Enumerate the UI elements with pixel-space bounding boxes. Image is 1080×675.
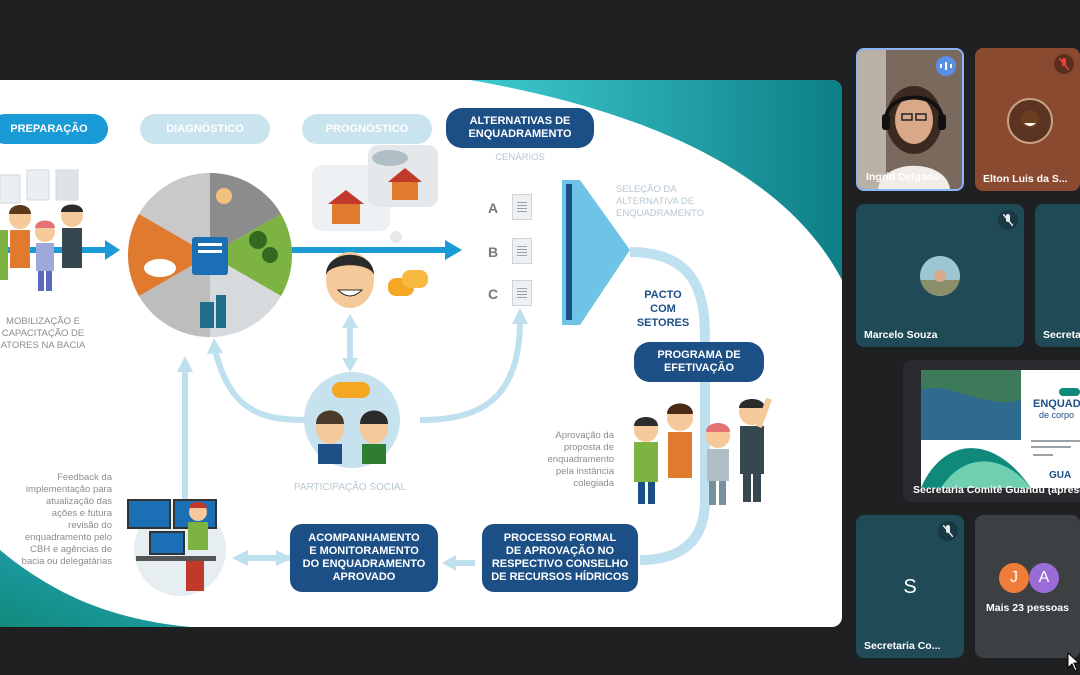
participant-name: Ingrid Delgado (866, 171, 940, 183)
thumbnail-brand: GUA (1049, 470, 1072, 481)
avatar: J (999, 563, 1029, 593)
monitoring-workstation-icon (127, 499, 226, 596)
participant-name: Elton Luis da S... (983, 173, 1068, 185)
participant-name: Secreta (1043, 329, 1080, 341)
people-group-right-icon (634, 397, 772, 505)
thumbnail-subtitle: de corpo (1039, 410, 1075, 420)
scenario-a: A (488, 200, 499, 216)
stage-preparacao: PREPARAÇÃO (0, 114, 108, 144)
mic-muted-icon (1054, 54, 1074, 74)
stage-alternativas: ALTERNATIVAS DE ENQUADRAMENTO (446, 108, 594, 148)
more-participants-label: Mais 23 pessoas (986, 602, 1069, 614)
speaking-indicator-icon (936, 56, 956, 76)
social-participation-icon (304, 372, 400, 468)
mic-muted-icon (938, 521, 958, 541)
participant-tile[interactable]: S Secretaria Co... (856, 515, 964, 658)
document-icon (512, 280, 532, 306)
participant-name: Secretaria Comitê Guandu (apresen (913, 484, 1080, 496)
more-participants-tile[interactable]: J A Mais 23 pessoas (975, 515, 1080, 658)
thumbnail-title: ENQUADR (1033, 398, 1080, 410)
avatar (920, 256, 960, 296)
prognosis-illustration (312, 145, 438, 243)
document-icon (512, 238, 532, 264)
feedback-label: Feedback da implementação para atualizaç… (21, 472, 112, 567)
stage-diagnostico: DIAGNÓSTICO (140, 114, 270, 144)
avatar (1007, 98, 1053, 144)
funnel-icon (562, 180, 630, 325)
aprovacao-proposta-label: Aprovação da proposta de enquadramento p… (547, 430, 614, 489)
cenarios-label: CENÁRIOS (495, 152, 545, 163)
participant-tile[interactable]: Elton Luis da S... (975, 48, 1080, 191)
selecao-label: SELEÇÃO DA ALTERNATIVA DE ENQUADRAMENTO (616, 184, 704, 219)
mouse-cursor-icon (1067, 652, 1080, 672)
participant-name: Secretaria Co... (864, 640, 941, 652)
stage-prognostico: PROGNÓSTICO (302, 114, 432, 144)
mobilizacao-label: MOBILIZAÇÃO E CAPACITAÇÃO DE ATORES NA B… (0, 316, 86, 351)
programa-efetivacao: PROGRAMA DE EFETIVAÇÃO (634, 342, 764, 382)
participant-name: Marcelo Souza (864, 329, 938, 341)
presentation-thumbnail: ENQUADR de corpo GUA (921, 370, 1080, 488)
pacto-label: PACTO COM SETORES (636, 289, 690, 329)
diagnosis-wheel-icon (128, 173, 292, 337)
scenario-b: B (488, 244, 499, 260)
participant-tile-speaking[interactable]: Ingrid Delgado (856, 48, 964, 191)
bottom-wave-decoration (0, 550, 190, 627)
participant-tile[interactable]: Secreta (1035, 204, 1080, 347)
people-group-left-icon (0, 169, 83, 291)
avatar: S (888, 565, 932, 609)
top-wave-decoration (470, 80, 842, 280)
document-icon (512, 194, 532, 220)
scenario-c: C (488, 286, 499, 302)
participant-video (858, 50, 962, 189)
avatar: A (1029, 563, 1059, 593)
processo-formal-aprovacao: PROCESSO FORMAL DE APROVAÇÃO NO RESPECTI… (482, 524, 638, 592)
person-face-icon (326, 252, 428, 308)
participacao-social-label: PARTICIPAÇÃO SOCIAL (293, 482, 407, 493)
shared-presentation-slide: PREPARAÇÃO DIAGNÓSTICO PROGNÓSTICO ALTER… (0, 80, 842, 627)
slide-graphics (0, 80, 842, 627)
acompanhamento-monitoramento: ACOMPANHAMENTO E MONITORAMENTO DO ENQUAD… (290, 524, 438, 592)
participant-tile[interactable]: Marcelo Souza (856, 204, 1024, 347)
presenting-participant-tile[interactable]: ENQUADR de corpo GUA Secretaria Comitê G… (903, 360, 1080, 502)
mic-muted-icon (998, 210, 1018, 230)
